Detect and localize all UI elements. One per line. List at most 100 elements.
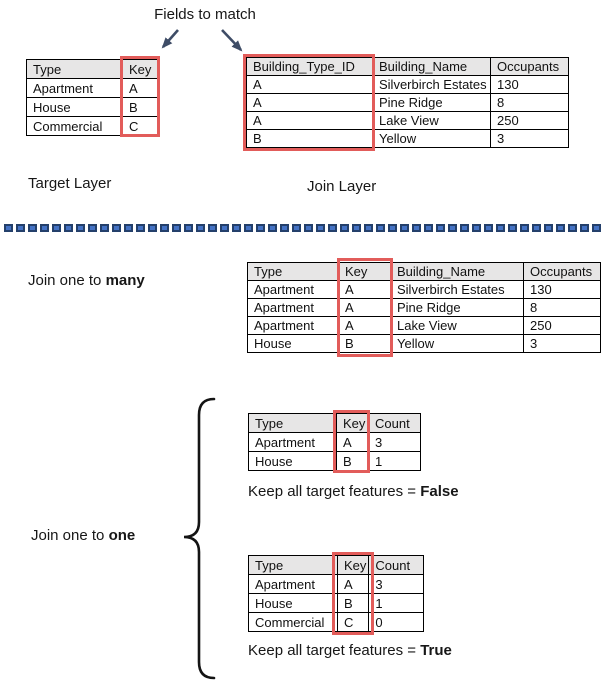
divider-dash — [364, 224, 373, 232]
divider-dash — [496, 224, 505, 232]
divider-dash — [16, 224, 25, 232]
divider-dash — [88, 224, 97, 232]
divider-dash — [148, 224, 157, 232]
divider-dash — [112, 224, 121, 232]
fields-to-match-label: Fields to match — [154, 6, 256, 23]
table-cell: House — [248, 451, 337, 471]
join-one-to-many-label: Join one to many — [28, 272, 145, 289]
join-one-to-one-label-prefix: Join one to — [31, 527, 109, 544]
table-cell: A — [122, 78, 159, 98]
divider-dash — [508, 224, 517, 232]
keep-false-caption-bold: False — [420, 483, 459, 500]
divider-dash — [244, 224, 253, 232]
table-cell: B — [246, 129, 373, 148]
divider-dash — [568, 224, 577, 232]
column-header: Building_Type_ID — [246, 57, 373, 76]
divider-dash — [220, 224, 229, 232]
divider-dash — [28, 224, 37, 232]
join-one-to-one-label: Join one to one — [31, 527, 135, 544]
divider-dash — [232, 224, 241, 232]
column-header: Count — [368, 413, 421, 433]
table-cell: 8 — [523, 298, 601, 317]
divider-dash — [544, 224, 553, 232]
table-cell: 3 — [368, 432, 421, 452]
divider-dash — [100, 224, 109, 232]
keep-true-caption: Keep all target features = True — [248, 642, 452, 659]
table-cell: C — [336, 612, 370, 632]
table-cell: C — [122, 116, 159, 136]
table-cell: Apartment — [247, 316, 339, 335]
table-cell: A — [246, 75, 373, 94]
table-cell: House — [26, 97, 123, 117]
table-cell: 250 — [523, 316, 601, 335]
divider-dash — [388, 224, 397, 232]
divider-dash — [280, 224, 289, 232]
keep-true-caption-prefix: Keep all target features = — [248, 642, 421, 659]
column-header: Type — [247, 262, 339, 281]
table-cell: Silverbirch Estates — [390, 280, 524, 299]
divider-dash — [136, 224, 145, 232]
table-cell: 0 — [368, 612, 425, 632]
divider-dash — [160, 224, 169, 232]
divider-dash — [52, 224, 61, 232]
divider-dash — [472, 224, 481, 232]
divider-dash — [304, 224, 313, 232]
table-cell: Commercial — [26, 116, 123, 136]
divider-dash — [4, 224, 13, 232]
divider-dash — [484, 224, 493, 232]
join-one-to-many-label-prefix: Join one to — [28, 272, 106, 289]
column-header: Key — [336, 555, 370, 575]
table-cell: 130 — [523, 280, 601, 299]
divider-dash — [196, 224, 205, 232]
keep-false-caption: Keep all target features = False — [248, 483, 459, 500]
divider-dash — [412, 224, 421, 232]
table-cell: Silverbirch Estates — [372, 75, 491, 94]
table-cell: B — [336, 451, 369, 471]
table-cell: A — [246, 93, 373, 112]
table-cell: 1 — [368, 593, 425, 613]
keep-true-caption-bold: True — [420, 642, 452, 659]
divider-dash — [436, 224, 445, 232]
table-cell: Commercial — [248, 612, 338, 632]
table-cell: A — [338, 316, 391, 335]
column-header: Type — [26, 59, 123, 79]
table-cell: 250 — [490, 111, 569, 130]
divider-dash — [580, 224, 589, 232]
table-cell: Yellow — [372, 129, 491, 148]
column-header: Type — [248, 413, 337, 433]
divider-dash — [448, 224, 457, 232]
join-layer-label: Join Layer — [307, 178, 377, 195]
table-cell: Lake View — [390, 316, 524, 335]
column-header: Occupants — [490, 57, 569, 76]
divider-dash — [64, 224, 73, 232]
table-cell: A — [336, 432, 369, 452]
table-cell: Apartment — [247, 298, 339, 317]
table-cell: Apartment — [247, 280, 339, 299]
divider-dash — [556, 224, 565, 232]
fields-to-match-arrow-left — [161, 29, 179, 49]
table-cell: B — [336, 593, 370, 613]
column-header: Count — [368, 555, 425, 575]
column-header: Key — [338, 262, 391, 281]
table-cell: Apartment — [26, 78, 123, 98]
